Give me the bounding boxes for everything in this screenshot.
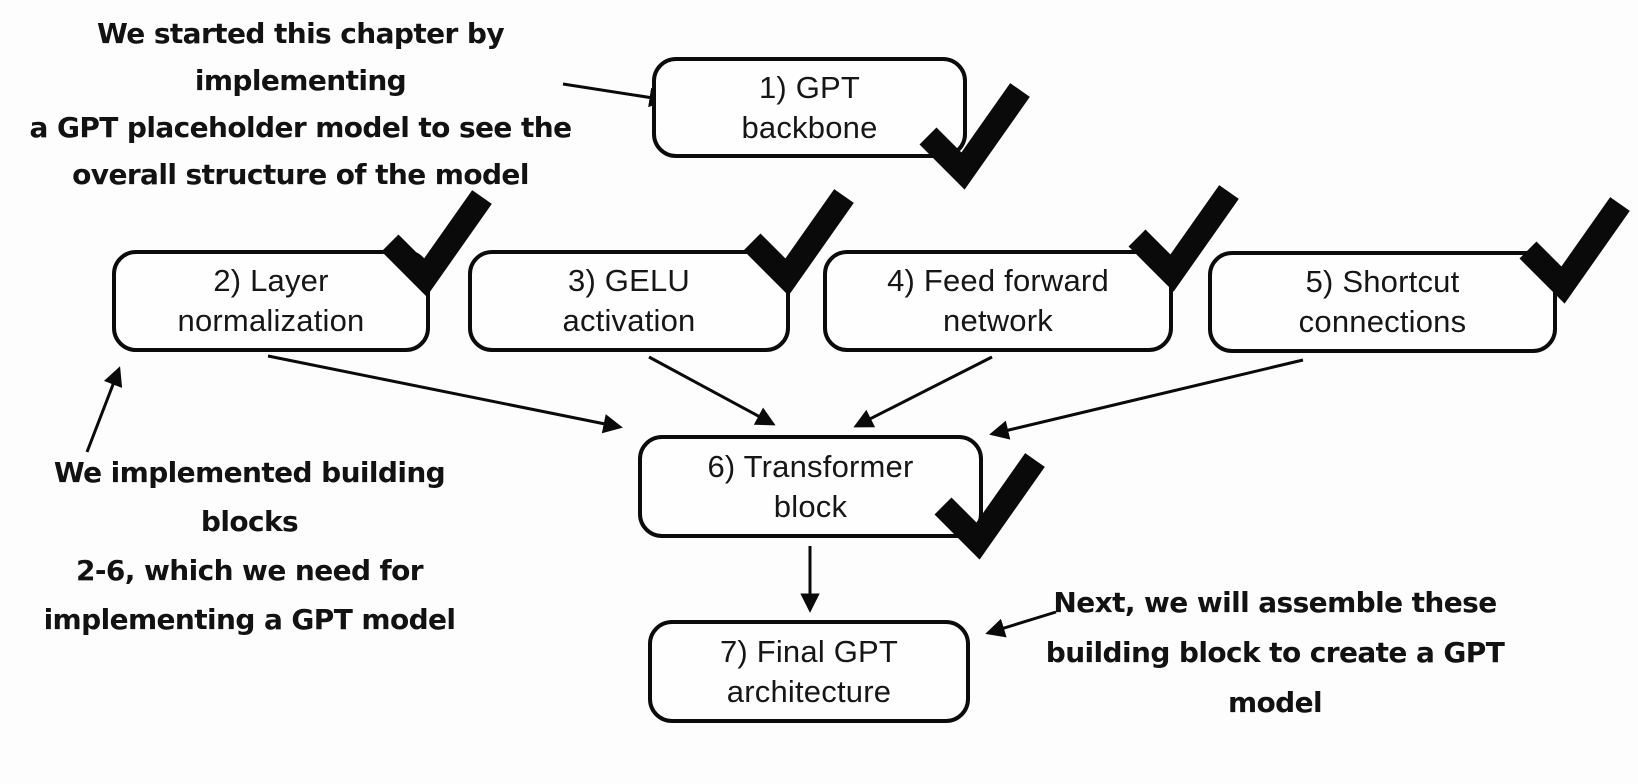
check-icon xyxy=(934,453,1045,560)
note-line: a GPT placeholder model to see the xyxy=(29,111,573,144)
note-line: building block to create a GPT xyxy=(1045,636,1505,669)
arrow-gelu-to-transformer xyxy=(648,355,776,426)
note-mid-left: We implemented building blocks 2-6, whic… xyxy=(22,448,477,644)
box-label: 5) Shortcut connections xyxy=(1298,264,1467,339)
box-label: 3) GELU activation xyxy=(562,263,696,338)
note-line: We started this chapter by implementing xyxy=(97,17,505,97)
note-line: We implemented building blocks xyxy=(53,456,446,538)
note-line: implementing a GPT model xyxy=(43,603,456,636)
note-top-left: We started this chapter by implementing … xyxy=(8,10,593,198)
arrow-note-to-building-blocks xyxy=(85,366,123,453)
box-label: 1) GPT backbone xyxy=(741,69,878,145)
arrow-layer-norm-to-transformer xyxy=(267,354,623,434)
arrow-note-to-final xyxy=(985,610,1057,638)
box-3-gelu-activation: 3) GELU activation xyxy=(468,250,790,352)
box-4-feed-forward-network: 4) Feed forward network xyxy=(823,250,1173,352)
note-bottom-right: Next, we will assemble these building bl… xyxy=(1040,578,1510,728)
box-2-layer-normalization: 2) Layer normalization xyxy=(112,250,430,352)
note-line: 2-6, which we need for xyxy=(76,554,424,587)
check-icon xyxy=(381,190,492,297)
box-label: 7) Final GPT architecture xyxy=(719,633,899,709)
arrow-shortcut-to-transformer xyxy=(989,358,1304,440)
box-5-shortcut-connections: 5) Shortcut connections xyxy=(1208,251,1557,353)
arrow-note-to-gpt-backbone xyxy=(562,82,669,108)
box-label: 2) Layer normalization xyxy=(177,263,365,338)
note-line: Next, we will assemble these xyxy=(1053,586,1497,619)
check-icon xyxy=(1519,197,1630,304)
box-label: 6) Transformer block xyxy=(707,448,914,524)
arrow-feed-forward-to-transformer xyxy=(853,355,993,428)
check-icon xyxy=(1128,185,1239,292)
check-icon xyxy=(919,83,1030,190)
note-line: model xyxy=(1227,686,1323,719)
box-7-final-gpt-architecture: 7) Final GPT architecture xyxy=(648,620,970,723)
box-6-transformer-block: 6) Transformer block xyxy=(638,435,983,538)
box-1-gpt-backbone: 1) GPT backbone xyxy=(652,57,967,158)
note-line: overall structure of the model xyxy=(72,158,529,191)
check-icon xyxy=(743,189,854,296)
box-label: 4) Feed forward network xyxy=(887,263,1109,338)
